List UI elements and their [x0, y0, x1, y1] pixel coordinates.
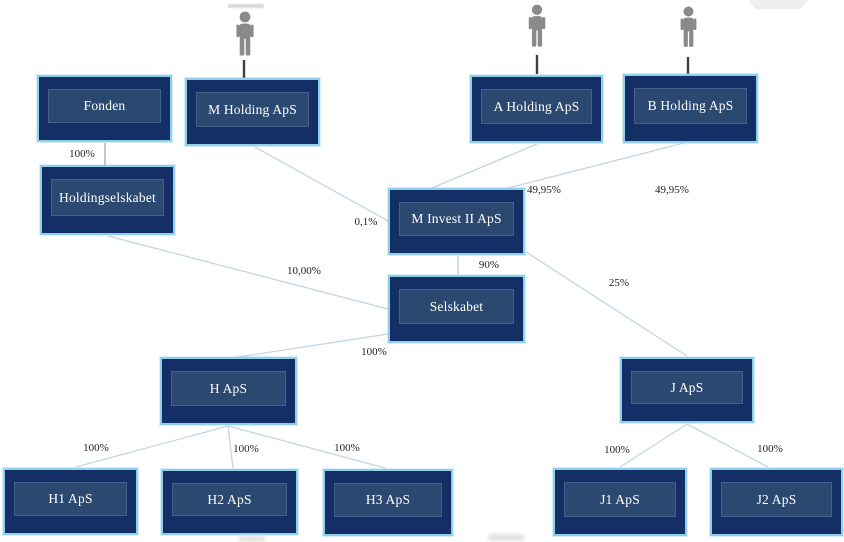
node-j1: J1 ApS — [553, 468, 687, 536]
node-fonden-label: Fonden — [48, 89, 161, 123]
node-j2: J2 ApS — [710, 468, 843, 536]
owner-m-person-icon — [232, 11, 258, 61]
node-h1-label: H1 ApS — [14, 482, 127, 516]
node-m-invest: M Invest II ApS — [388, 188, 525, 255]
node-m-holding-label: M Holding ApS — [196, 92, 309, 127]
edge-line-aholding-minvest — [431, 143, 538, 189]
node-j1-label: J1 ApS — [564, 482, 676, 517]
edge-line-mholding-minvest — [254, 146, 389, 222]
pct-minvest-selskabet: 90% — [478, 259, 500, 271]
owner-a-person-icon — [524, 4, 550, 52]
node-j2-label: J2 ApS — [721, 482, 832, 517]
scan-artifact-top-right — [748, 0, 808, 9]
node-h-label: H ApS — [171, 371, 286, 406]
node-selskabet-label: Selskabet — [399, 289, 514, 324]
pct-j-j2: 100% — [757, 443, 783, 455]
node-h1: H1 ApS — [3, 468, 138, 535]
pct-j-j1: 100% — [604, 444, 630, 456]
pct-fonden-holdingselskabet: 100% — [69, 148, 95, 160]
node-holdingselskabet: Holdingselskabet — [40, 165, 175, 235]
edge-line-j-j2 — [686, 423, 769, 468]
node-holdingselskabet-label: Holdingselskabet — [51, 179, 164, 216]
node-m-holding: M Holding ApS — [185, 78, 320, 146]
node-j: J ApS — [620, 357, 754, 423]
pct-mholding-minvest: 0,1% — [354, 216, 378, 228]
owner-b-person-icon — [676, 6, 701, 52]
node-selskabet: Selskabet — [388, 275, 525, 343]
pct-aholding-minvest: 49,95% — [527, 184, 561, 196]
node-j-label: J ApS — [631, 371, 743, 404]
node-a-holding: A Holding ApS — [470, 75, 603, 143]
node-h2-label: H2 ApS — [172, 483, 287, 516]
node-b-holding: B Holding ApS — [623, 74, 758, 143]
node-fonden: Fonden — [37, 75, 172, 142]
pct-minvest-j: 25% — [608, 277, 630, 289]
node-b-holding-label: B Holding ApS — [634, 88, 747, 124]
pct-h-h3: 100% — [334, 442, 360, 454]
redacted-text-smudge — [228, 4, 264, 8]
node-h: H ApS — [160, 357, 297, 425]
pct-bholding-minvest: 49,95% — [655, 184, 689, 196]
node-h3-label: H3 ApS — [334, 483, 442, 517]
edge-line-bholding-minvest — [507, 142, 685, 189]
pct-selskabet-h: 100% — [361, 346, 387, 358]
node-m-invest-label: M Invest II ApS — [399, 202, 514, 236]
edge-line-j-j1 — [619, 423, 688, 468]
edge-line-minvest-j — [525, 251, 688, 357]
pct-holdingselskabet-selskabet: 10,00% — [287, 265, 321, 277]
node-h3: H3 ApS — [323, 469, 453, 536]
node-a-holding-label: A Holding ApS — [481, 89, 592, 124]
scan-artifact-bottom-2 — [488, 534, 524, 541]
node-h2: H2 ApS — [161, 469, 298, 535]
pct-h-h1: 100% — [83, 442, 109, 454]
edge-line-holdingselskabet-selskabet — [107, 235, 389, 310]
pct-h-h2: 100% — [233, 443, 259, 455]
scan-artifact-bottom-1 — [238, 536, 266, 542]
